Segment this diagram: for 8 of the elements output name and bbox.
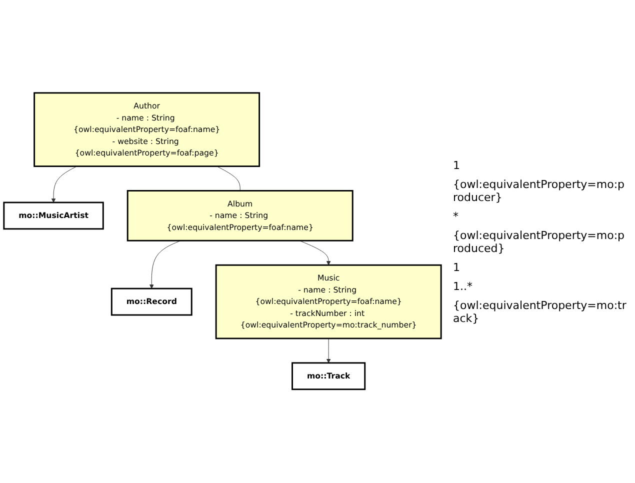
connector [216,166,240,192]
association-label: * [453,210,460,222]
association-label: 1 [453,260,461,274]
association-label: 1..* [453,280,474,292]
association-label: {owl:equivalentProperty=mo:track} [453,298,627,324]
association-label: {owl:equivalentProperty=mo:producer} [453,178,626,204]
association-label: 1 [453,158,461,172]
association-label: {owl:equivalentProperty=mo:produced} [453,228,626,254]
